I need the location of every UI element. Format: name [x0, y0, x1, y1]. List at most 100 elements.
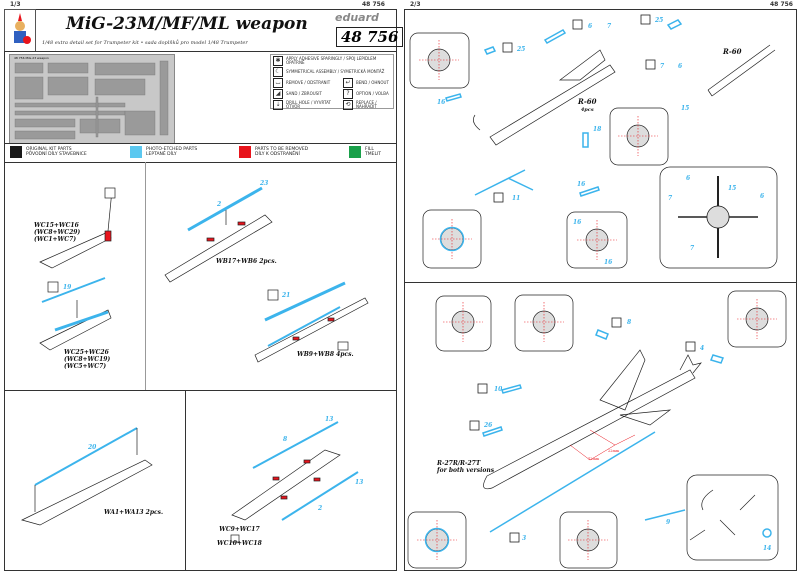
bend-icon [47, 281, 59, 293]
part-number: 9 [666, 519, 671, 526]
sand-icon: ◢ [273, 89, 283, 99]
symbol-text: DRILL HOLE / VYVRTAT OTVOR [286, 99, 331, 109]
moon-icon [469, 420, 480, 431]
part-number: 8 [627, 319, 632, 326]
divider [404, 282, 797, 283]
step-d-label: WB9+WB8 4pcs. [297, 351, 354, 358]
label-line: (WC8+WC29) [34, 229, 81, 236]
label-line: WC15+WC16 [34, 222, 79, 229]
legend-text: TMELIT [365, 152, 382, 157]
symbol-text: APPLY ADHESIVE SPARINGLY / SPOJ LEPIDLEM… [286, 55, 377, 65]
divider [145, 162, 146, 390]
legend-text: LEPTANÉ DÍLY [146, 152, 177, 157]
part-number: 15 [681, 105, 689, 112]
part-number: 10 [494, 386, 503, 393]
part-number: 6 [686, 175, 691, 182]
drill-icon: ⇣ [273, 100, 283, 110]
legend-text: PŮVODNÍ DÍLY STAVEBNICE [26, 152, 87, 157]
fret-parts-image [14, 60, 169, 140]
part-number: 19 [63, 284, 72, 291]
label-line: WC9+WC17 [219, 526, 260, 533]
label-line: WC10+WC18 [217, 540, 262, 547]
symbol-adhesive: ✱APPLY ADHESIVE SPARINGLY / SPOJ LEPIDLE… [273, 56, 391, 66]
part-number: 14 [763, 545, 771, 552]
label-line: (WC1+WC7) [34, 236, 77, 243]
part-number: 6 [588, 23, 593, 30]
rail-drawing [164, 214, 273, 283]
symbol-symmetrical: ☾SYMMETRICAL ASSEMBLY / SYMETRICKÁ MONTÁ… [273, 67, 391, 77]
symbol-option: ?OPTION / VOLBA [343, 89, 393, 99]
rail-drawing [254, 297, 369, 363]
moon-icon: ☾ [273, 67, 283, 77]
legend-text: PHOTO-ETCHED PARTS [146, 147, 198, 152]
dimension-label: 12mm [588, 457, 600, 461]
part-number: 20 [87, 444, 97, 451]
part-number: 4 [700, 345, 704, 352]
label-line: R-27R/R-27T [437, 460, 481, 467]
part-number: 16 [437, 99, 446, 106]
detail-inset [686, 474, 779, 561]
replace-icon: ⟲ [343, 100, 353, 110]
part-number: 18 [593, 126, 602, 133]
bend-icon [502, 42, 513, 53]
bend-icon [645, 59, 656, 70]
part-number: 13 [355, 479, 363, 486]
r60-missile [489, 64, 616, 146]
symbol-text: SAND / ZBROUSIT [286, 90, 322, 96]
part-number: 7 [668, 195, 673, 202]
r27-missile [483, 369, 696, 490]
mascot-logo [4, 9, 36, 52]
legend-text: PARTS TO BE REMOVED [255, 147, 309, 152]
bend-icon [572, 19, 583, 30]
remove-icon [104, 187, 116, 199]
label-line: WC25+WC26 [64, 349, 109, 356]
step-c-label: WB17+WB6 2pcs. [216, 258, 277, 265]
bend-icon [493, 192, 504, 203]
swatch-black [10, 146, 22, 158]
part-number: 2 [216, 201, 221, 208]
brand-logo: eduard [335, 11, 379, 24]
part-number: 25 [516, 46, 525, 53]
divider [4, 143, 397, 144]
moon-icon [477, 383, 488, 394]
right-page-frame [404, 9, 797, 571]
set-number: 48 756 [336, 27, 404, 47]
divider [4, 390, 397, 391]
bend-icon [611, 317, 622, 328]
symbol-text: OPTION / VOLBA [356, 90, 389, 96]
bend-icon [640, 14, 651, 25]
symbols-legend [270, 54, 394, 109]
symbol-text: REPLACE / NAHRADIT [356, 99, 377, 109]
step-a-label: WC15+WC16(WC8+WC29)(WC1+WC7) [34, 222, 80, 243]
part-number: 25 [654, 17, 663, 24]
divider [185, 390, 186, 571]
label-line: for both versions [437, 467, 495, 474]
bend-icon: ↵ [343, 78, 353, 88]
part-number: 7 [607, 23, 612, 30]
part-number: 3 [522, 535, 526, 542]
part-number: 16 [573, 219, 582, 226]
launcher-drawing [21, 459, 153, 526]
missile-drawings [473, 44, 776, 541]
bend-icon [267, 289, 279, 301]
step-e-label: WA1+WA13 2pcs. [104, 509, 164, 516]
swatch-red [239, 146, 251, 158]
label-line: (WC5+WC7) [64, 363, 107, 370]
remove-icon: ⌴ [273, 78, 283, 88]
part-number: 15 [728, 185, 736, 192]
left-page-frame [4, 9, 397, 571]
page-number: 2/3 [410, 1, 421, 8]
symbol-text: BEND / OHNOUT [356, 79, 389, 85]
part-number: 16 [577, 181, 586, 188]
subtitle: 1/48 extra detail set for Trumpeter kit … [42, 40, 248, 46]
part-number: 7 [660, 63, 665, 70]
part-number: 26 [483, 422, 493, 429]
divider [4, 51, 397, 52]
legend-text: DÍLY K ODSTRANĚNÍ [255, 152, 300, 157]
asterisk-icon: ✱ [273, 56, 283, 66]
symbol-replace: ⟲REPLACE / NAHRADIT [343, 100, 393, 110]
legend-text: ORIGINAL KIT PARTS [26, 147, 72, 152]
part-number: 23 [259, 180, 268, 187]
